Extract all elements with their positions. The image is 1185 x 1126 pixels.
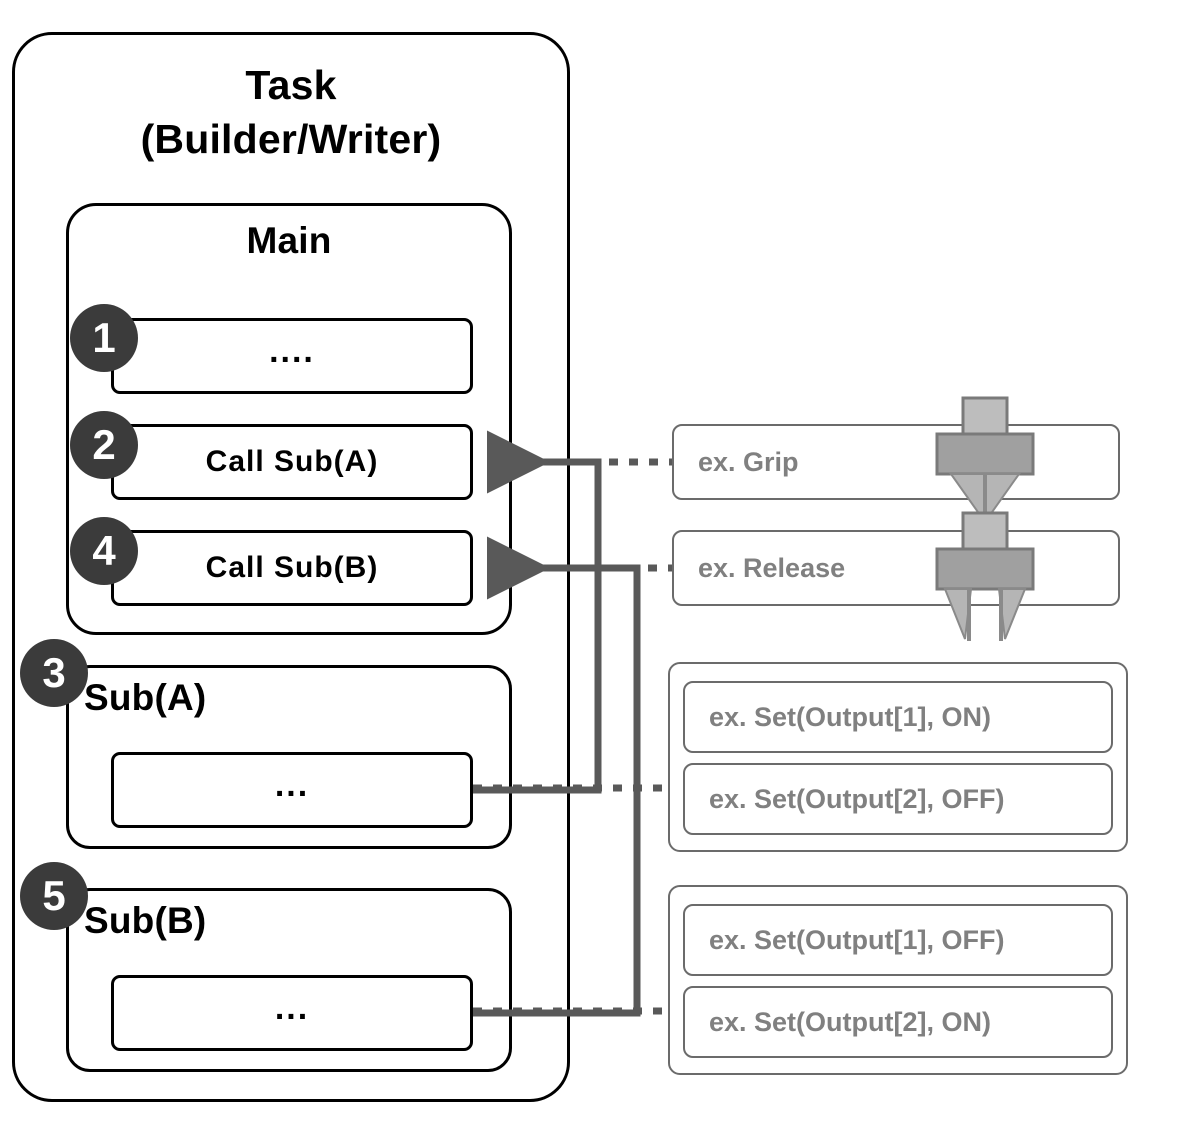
- example-group-a-item-2[interactable]: ex. Set(Output[2], OFF): [683, 763, 1113, 835]
- example-release[interactable]: ex. Release: [672, 530, 1120, 606]
- step-badge-3: 3: [20, 639, 88, 707]
- example-group-a-item-1[interactable]: ex. Set(Output[1], ON): [683, 681, 1113, 753]
- step-badge-1: 1: [70, 304, 138, 372]
- task-title-line2: (Builder/Writer): [140, 116, 442, 162]
- step-badge-5: 5: [20, 862, 88, 930]
- main-statement-1[interactable]: ....: [111, 318, 473, 394]
- example-group-b-item-1[interactable]: ex. Set(Output[1], OFF): [683, 904, 1113, 976]
- step-badge-2: 2: [70, 411, 138, 479]
- gripper-open-icon: [935, 511, 1035, 641]
- main-container: [66, 203, 512, 635]
- main-statement-2[interactable]: Call Sub(A): [111, 424, 473, 500]
- gripper-closed-icon: [935, 396, 1035, 526]
- sub-b-title: Sub(B): [84, 900, 207, 941]
- example-group-b-item-2[interactable]: ex. Set(Output[2], ON): [683, 986, 1113, 1058]
- sub-b-body[interactable]: ...: [111, 975, 473, 1051]
- main-title: Main: [246, 220, 332, 261]
- example-grip[interactable]: ex. Grip: [672, 424, 1120, 500]
- main-statement-3[interactable]: Call Sub(B): [111, 530, 473, 606]
- sub-a-body[interactable]: ...: [111, 752, 473, 828]
- task-title-line1: Task: [245, 62, 337, 108]
- step-badge-4: 4: [70, 517, 138, 585]
- sub-a-title: Sub(A): [84, 677, 207, 718]
